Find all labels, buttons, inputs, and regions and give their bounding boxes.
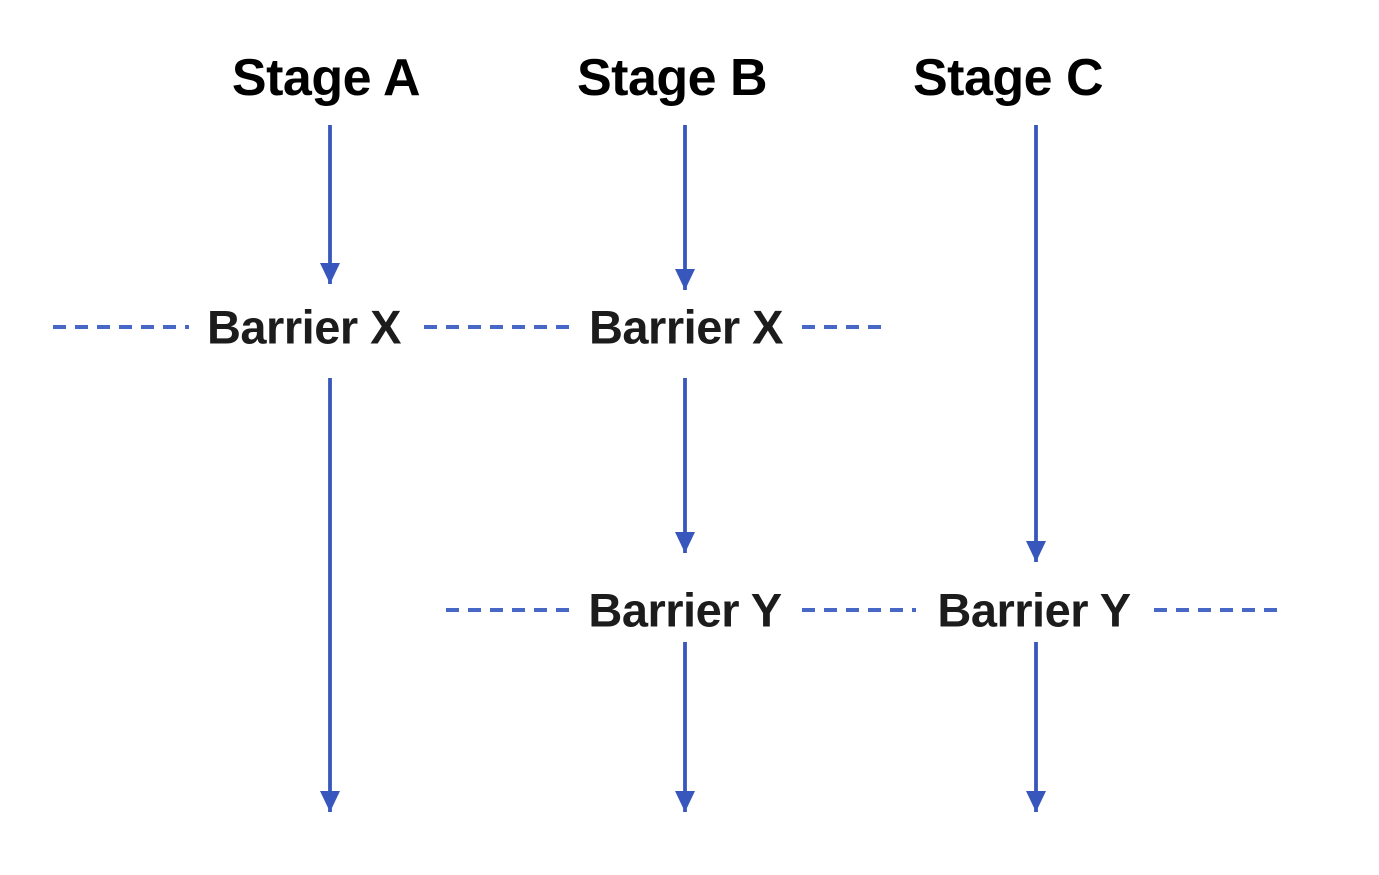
stage-a-title: Stage A bbox=[231, 49, 421, 107]
barrier-y-label-stage-b: Barrier Y bbox=[588, 583, 782, 637]
stage-b-title: Stage B bbox=[576, 49, 768, 107]
stage-c-title: Stage C bbox=[912, 49, 1104, 107]
barrier-y-label-stage-c: Barrier Y bbox=[937, 583, 1131, 637]
barrier-x-label-stage-b: Barrier X bbox=[588, 300, 784, 354]
barrier-x-label-stage-a: Barrier X bbox=[206, 300, 402, 354]
